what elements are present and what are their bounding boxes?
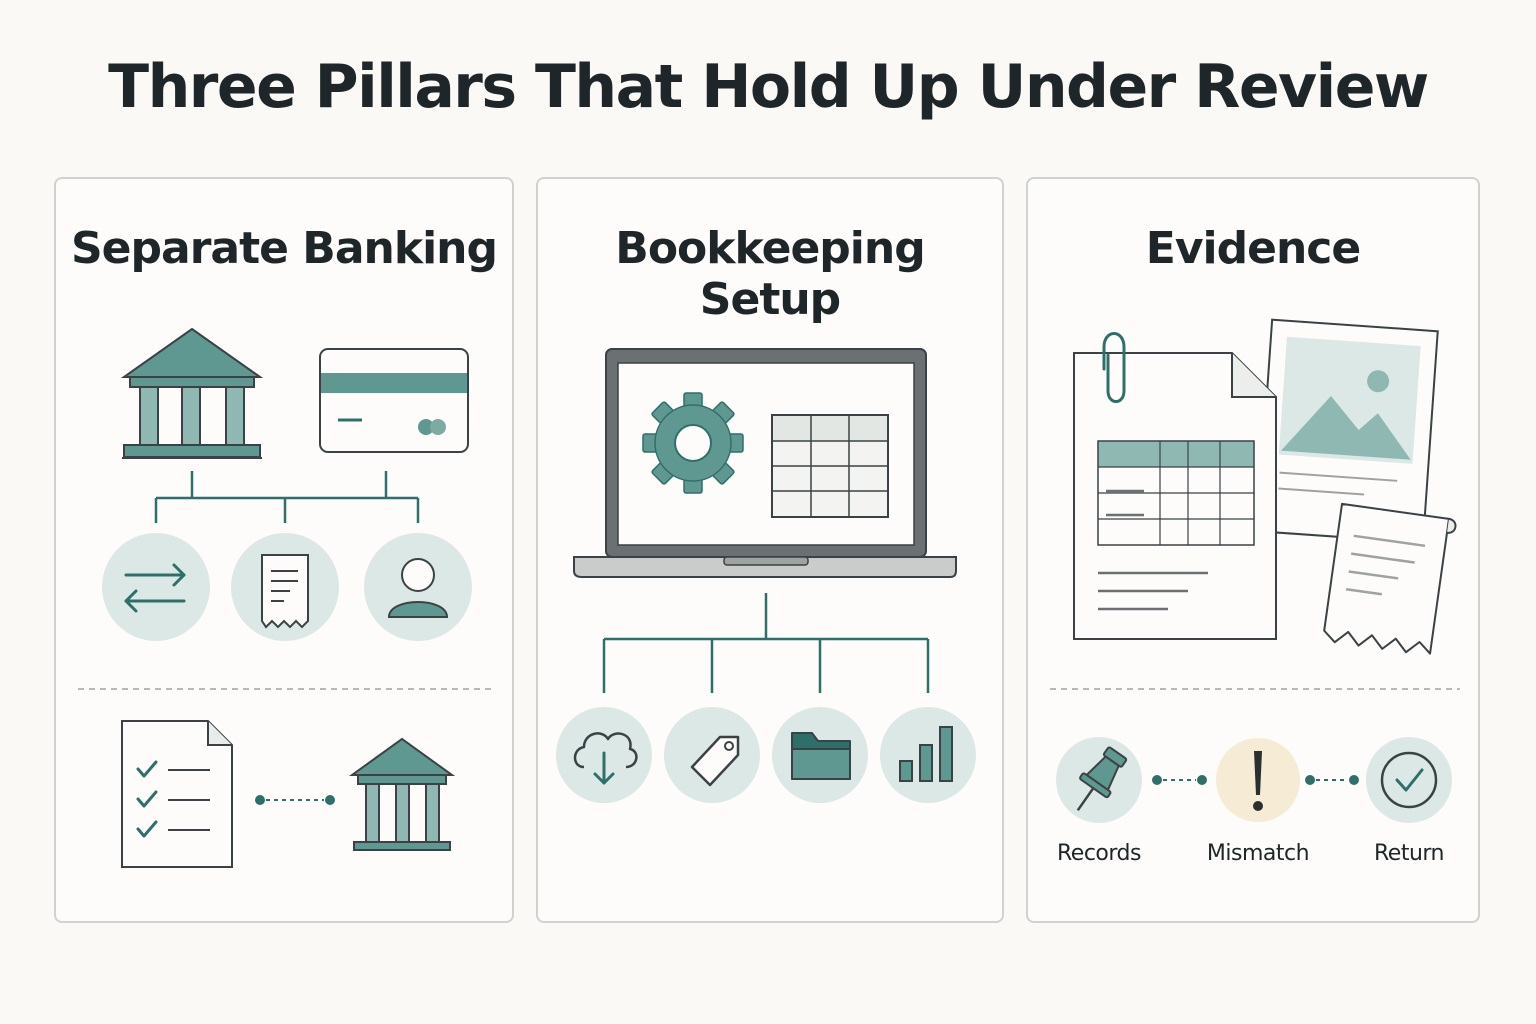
step-label-records: Records bbox=[1057, 841, 1141, 866]
connector-lines bbox=[154, 471, 420, 523]
checklist-document-icon bbox=[121, 720, 233, 868]
step-label-return: Return bbox=[1373, 841, 1445, 866]
receipt-icon bbox=[231, 533, 339, 641]
folder-icon bbox=[772, 707, 868, 803]
pillar-bookkeeping-setup: Bookkeeping Setup bbox=[536, 177, 1004, 923]
pillar-illustration bbox=[78, 327, 494, 868]
pillar-separate-banking: Separate Banking bbox=[54, 177, 514, 923]
pillar-illustration bbox=[1050, 318, 1460, 823]
link-connector bbox=[255, 795, 335, 805]
bank-icon bbox=[120, 327, 264, 459]
pillar-illustration bbox=[556, 348, 976, 803]
exclamation-icon bbox=[1216, 738, 1300, 822]
tag-icon bbox=[664, 707, 760, 803]
link-connector bbox=[1152, 775, 1207, 785]
pillar-evidence: Evidence bbox=[1026, 177, 1480, 923]
cloud-download-icon bbox=[556, 707, 652, 803]
receipt-icon bbox=[1323, 502, 1457, 655]
check-circle-icon bbox=[1366, 737, 1452, 823]
gear-icon bbox=[642, 392, 744, 494]
step-label-mismatch: Mismatch bbox=[1206, 841, 1310, 866]
connector-lines bbox=[602, 593, 930, 693]
pillar-title: Evidence bbox=[1145, 223, 1361, 274]
credit-card-icon bbox=[319, 348, 469, 453]
bar-chart-icon bbox=[880, 707, 976, 803]
pillar-title: Bookkeeping Setup bbox=[615, 223, 925, 325]
bank-icon bbox=[348, 737, 456, 851]
page-title: Three Pillars That Hold Up Under Review bbox=[108, 52, 1429, 122]
paperclip-icon bbox=[1102, 332, 1126, 403]
document-icon bbox=[1073, 352, 1277, 640]
user-icon bbox=[364, 533, 472, 641]
photo-icon bbox=[1256, 318, 1439, 544]
laptop-icon bbox=[573, 348, 957, 578]
spreadsheet-icon bbox=[771, 414, 889, 518]
pushpin-icon bbox=[1056, 737, 1142, 823]
transfer-arrows-icon bbox=[102, 533, 210, 641]
pillar-title: Separate Banking bbox=[70, 223, 498, 274]
link-connector bbox=[1305, 775, 1359, 785]
